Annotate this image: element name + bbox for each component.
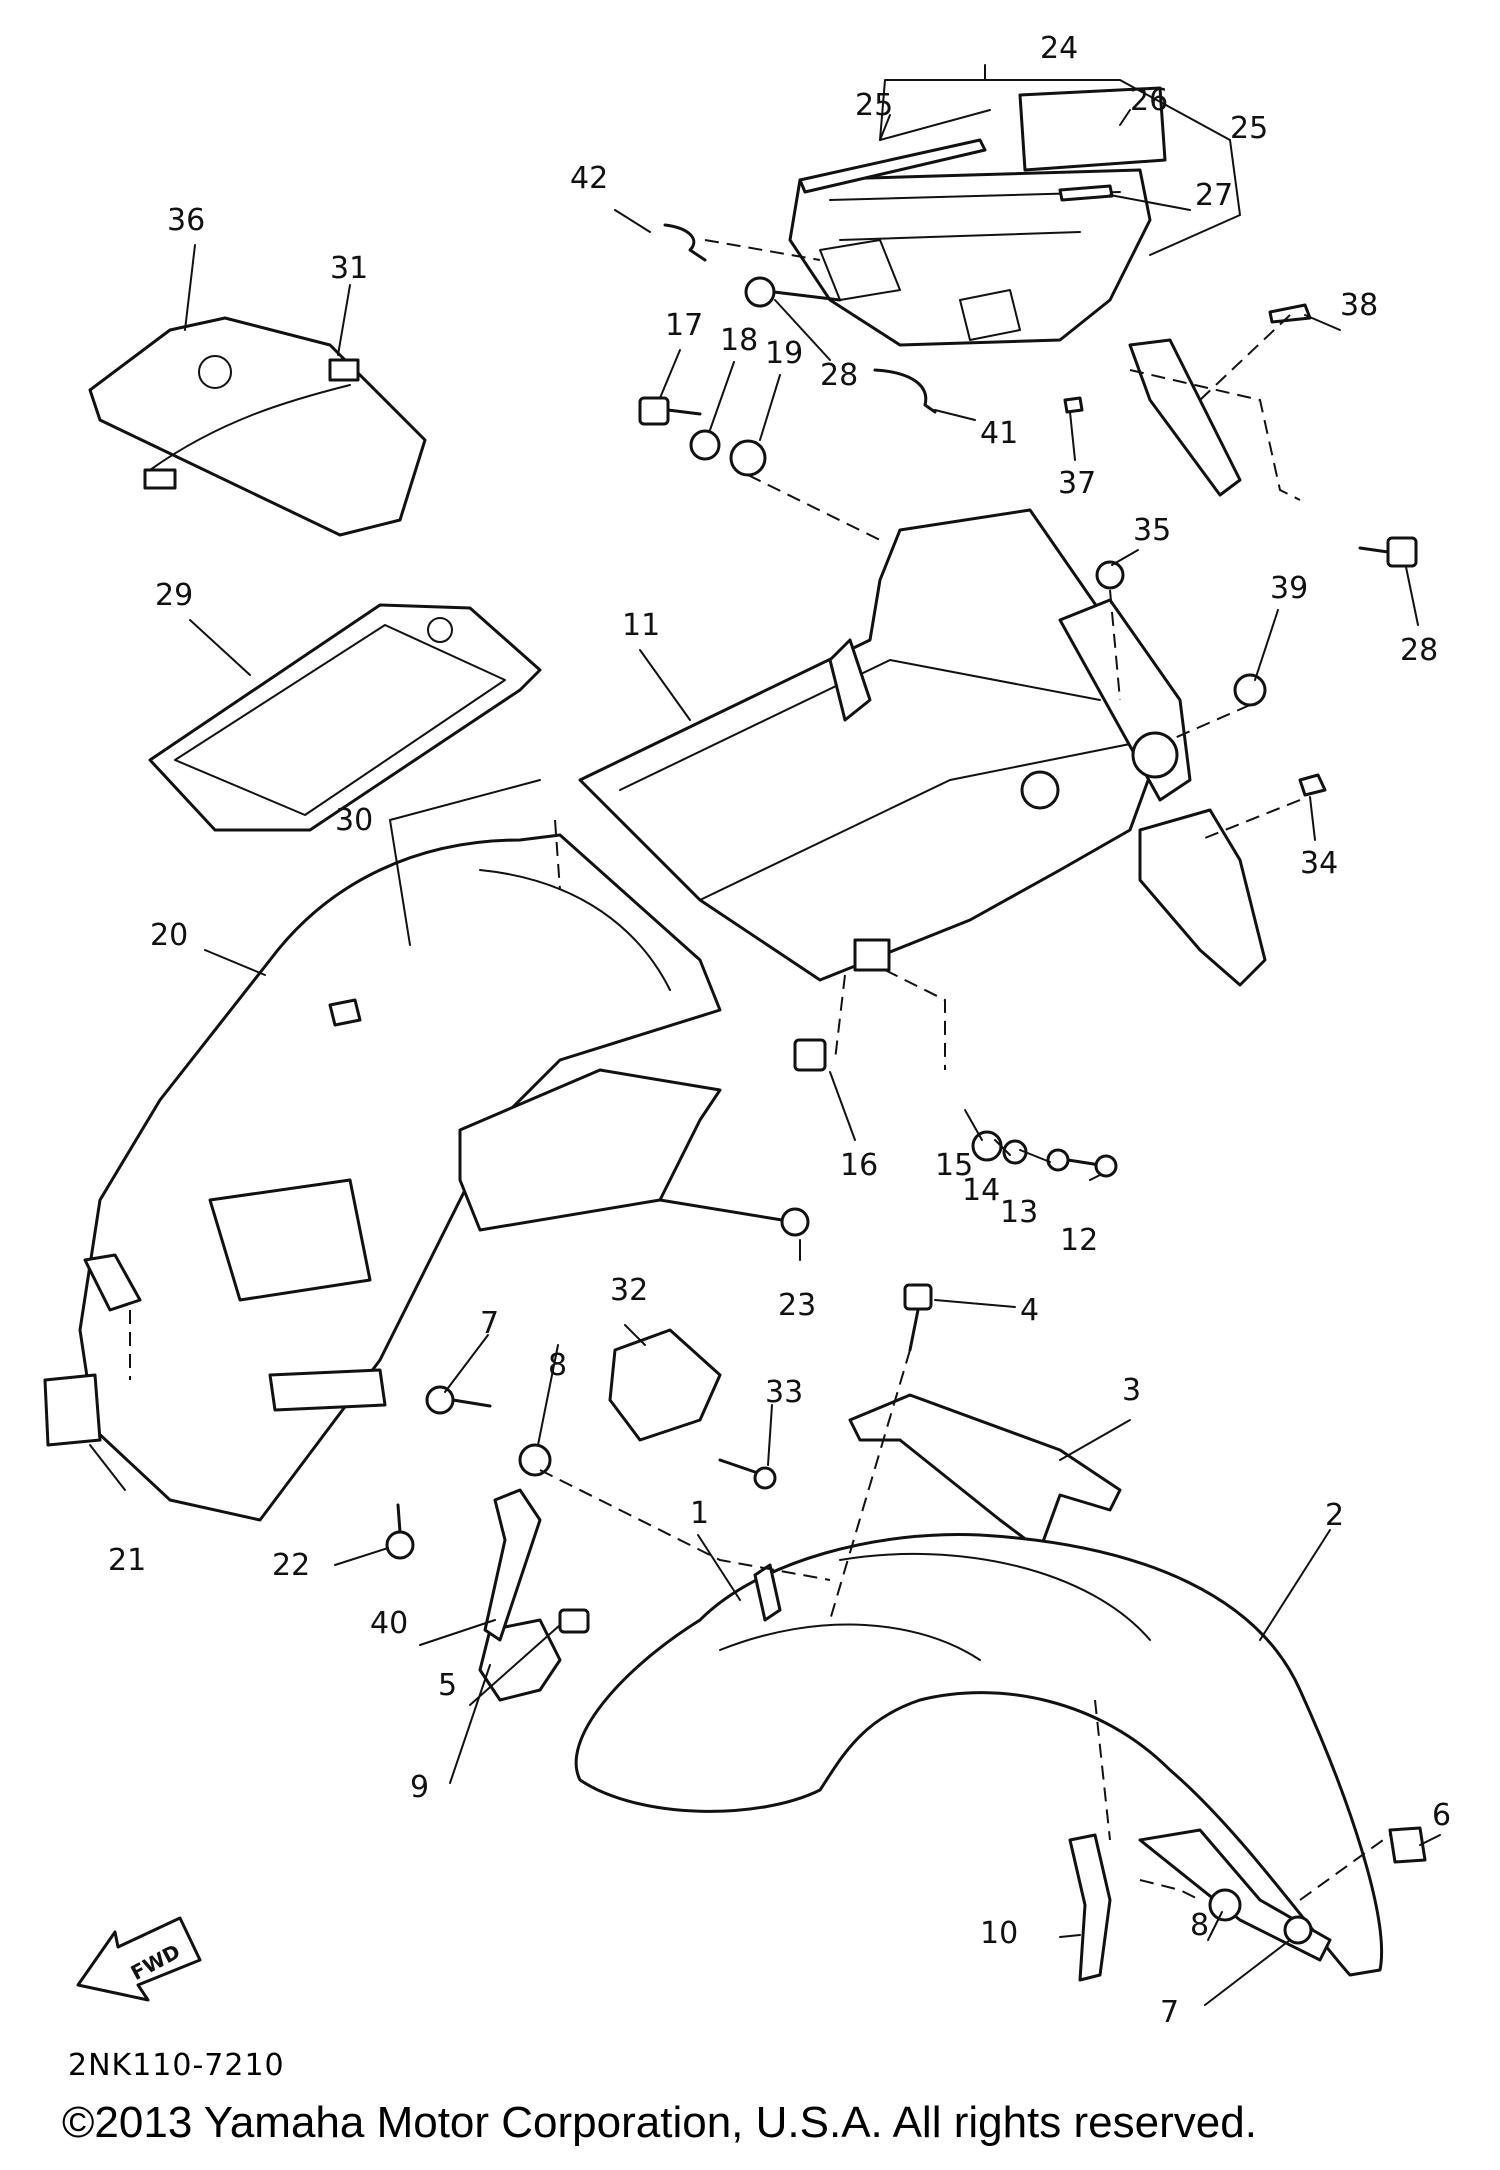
callout-14: 14: [962, 1173, 1000, 1208]
callout-20: 20: [150, 918, 188, 953]
reflector-26: [1018, 86, 1167, 172]
callout-40: 40: [370, 1606, 408, 1641]
callout-11: 11: [622, 608, 660, 643]
callout-37: 37: [1058, 466, 1096, 501]
forward-arrow-icon: FWD: [76, 1916, 202, 2002]
rear-fender: [43, 833, 722, 1522]
bracket-32: [608, 1328, 722, 1442]
lens-strip-left: [798, 138, 987, 194]
callout-39: 39: [1270, 571, 1308, 606]
callout-21: 21: [108, 1543, 146, 1578]
clip-38: [1268, 303, 1312, 324]
cover-plate: [148, 603, 542, 832]
callout-24: 24: [1040, 31, 1078, 66]
bracket-10: [1068, 1833, 1112, 1982]
callout-6: 6: [1432, 1798, 1451, 1833]
callout-9: 9: [410, 1770, 429, 1805]
callout-8-lower: 8: [1190, 1908, 1209, 1943]
callout-38: 38: [1340, 288, 1378, 323]
diagram-code: 2NK110-7210: [68, 2048, 285, 2083]
front-fender: [478, 1488, 1427, 1982]
tool-bag: [88, 316, 427, 537]
callout-2: 2: [1325, 1498, 1344, 1533]
callout-12: 12: [1060, 1223, 1098, 1258]
assembly-lines: [129, 239, 1391, 1901]
rear-frame: [578, 508, 1267, 987]
callout-5: 5: [438, 1668, 457, 1703]
callout-18: 18: [720, 323, 758, 358]
callout-8-upper: 8: [548, 1348, 567, 1383]
callout-22: 22: [272, 1548, 310, 1583]
callout-28-right: 28: [1400, 633, 1438, 668]
callout-1: 1: [690, 1496, 709, 1531]
callout-7-upper: 7: [480, 1306, 499, 1341]
callout-32: 32: [610, 1273, 648, 1308]
callout-7-lower: 7: [1160, 1995, 1179, 2030]
leader-lines: [89, 64, 1441, 2006]
callout-27: 27: [1195, 178, 1233, 213]
callout-26: 26: [1130, 83, 1168, 118]
callout-15: 15: [935, 1148, 973, 1183]
callout-29: 29: [155, 578, 193, 613]
callout-10: 10: [980, 1916, 1018, 1951]
callout-16: 16: [840, 1148, 878, 1183]
callout-23: 23: [778, 1288, 816, 1323]
callout-4: 4: [1020, 1293, 1039, 1328]
callout-35: 35: [1133, 513, 1171, 548]
bulb-27: [1058, 184, 1114, 202]
copyright-notice: ©2013 Yamaha Motor Corporation, U.S.A. A…: [62, 2098, 1257, 2147]
callout-36: 36: [167, 203, 205, 238]
fender-bracket-3: [848, 1393, 1122, 1552]
wire-42: [663, 223, 707, 262]
nut-37: [1063, 396, 1084, 414]
callout-34: 34: [1300, 846, 1338, 881]
callout-3: 3: [1122, 1373, 1141, 1408]
callout-33: 33: [765, 1375, 803, 1410]
callout-30: 30: [335, 803, 373, 838]
callout-31: 31: [330, 251, 368, 286]
bracket-plate: [1128, 338, 1242, 497]
callout-42: 42: [570, 161, 608, 196]
callout-25-right: 25: [1230, 111, 1268, 146]
reflector-21: [43, 1373, 102, 1447]
callout-41: 41: [980, 416, 1018, 451]
callout-28-upper: 28: [820, 358, 858, 393]
upper-fasteners: [638, 276, 1418, 797]
middle-fasteners: [385, 1038, 1118, 1560]
callout-labels: 24 25 26 25 27 42 36 31 38 17 18 19 28 4…: [108, 31, 1451, 2030]
tail-light-assembly: [663, 86, 1312, 497]
callout-19: 19: [765, 336, 803, 371]
callout-13: 13: [1000, 1195, 1038, 1230]
wire-41: [873, 368, 937, 414]
callout-17: 17: [665, 308, 703, 343]
callout-25-left: 25: [855, 88, 893, 123]
bracket-40: [483, 1488, 542, 1642]
